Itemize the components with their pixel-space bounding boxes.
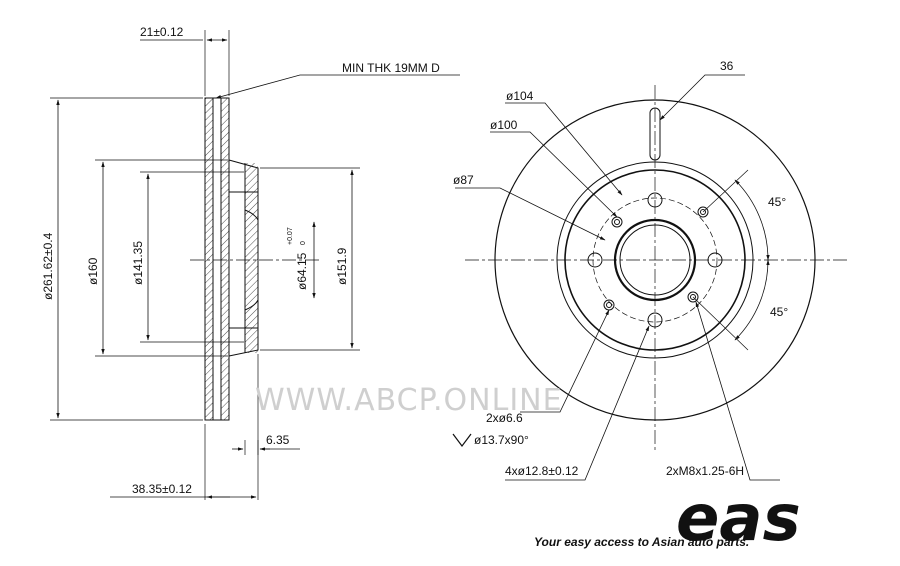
brand-logo: eas: [676, 482, 801, 556]
dim-hat-diameter: ø160: [86, 257, 100, 285]
dim-hub-face-diameter: ø151.9: [335, 247, 349, 285]
small-hole-tl: [611, 216, 623, 228]
label-bore-87: ø87: [453, 173, 474, 187]
thread-hole-tr: [697, 206, 709, 218]
thread-hole-br: [687, 291, 699, 303]
dim-offset-small: 6.35: [266, 433, 290, 447]
rotor-outer-edge: [494, 99, 816, 421]
dim-center-bore-tol-lower: 0: [300, 241, 307, 245]
wear-slot: [649, 107, 661, 161]
dim-center-bore-tol-upper: +0.07: [287, 227, 294, 245]
label-angle-bottom: 45°: [770, 305, 788, 319]
bolt-hole-right: [707, 252, 723, 268]
label-angle-top: 45°: [768, 195, 786, 209]
side-view: [50, 30, 460, 500]
brand-tagline: Your easy access to Asian auto parts.: [534, 535, 749, 549]
label-pcd-104: ø104: [506, 89, 534, 103]
label-holes-bolt: 4xø12.8±0.12: [505, 464, 579, 478]
bolt-hole-left: [587, 252, 603, 268]
label-pcd-100: ø100: [490, 118, 518, 132]
bolt-hole-bottom: [647, 312, 663, 328]
note-min-thickness: MIN THK 19MM D: [342, 61, 440, 75]
dim-center-bore: ø64.15: [295, 252, 309, 290]
center-bore: [613, 218, 697, 302]
front-view: [452, 74, 850, 481]
bolt-hole-top: [647, 192, 663, 208]
label-36: 36: [720, 59, 734, 73]
dim-thickness: 21±0.12: [140, 25, 184, 39]
countersink-symbol: [452, 433, 472, 447]
dim-outer-diameter: ø261.62±0.4: [41, 232, 55, 300]
outer-plate: [204, 97, 214, 421]
label-countersink: ø13.7x90°: [474, 433, 529, 447]
label-threads: 2xM8x1.25-6H: [666, 464, 744, 478]
pcd-circle: [592, 197, 718, 323]
label-holes-small: 2xø6.6: [486, 411, 523, 425]
inner-plate: [220, 97, 230, 421]
dim-hat-height: 38.35±0.12: [132, 482, 192, 496]
watermark: WWW.ABCP.ONLINE: [255, 383, 563, 418]
dim-inner-diameter: ø141.35: [131, 241, 145, 285]
